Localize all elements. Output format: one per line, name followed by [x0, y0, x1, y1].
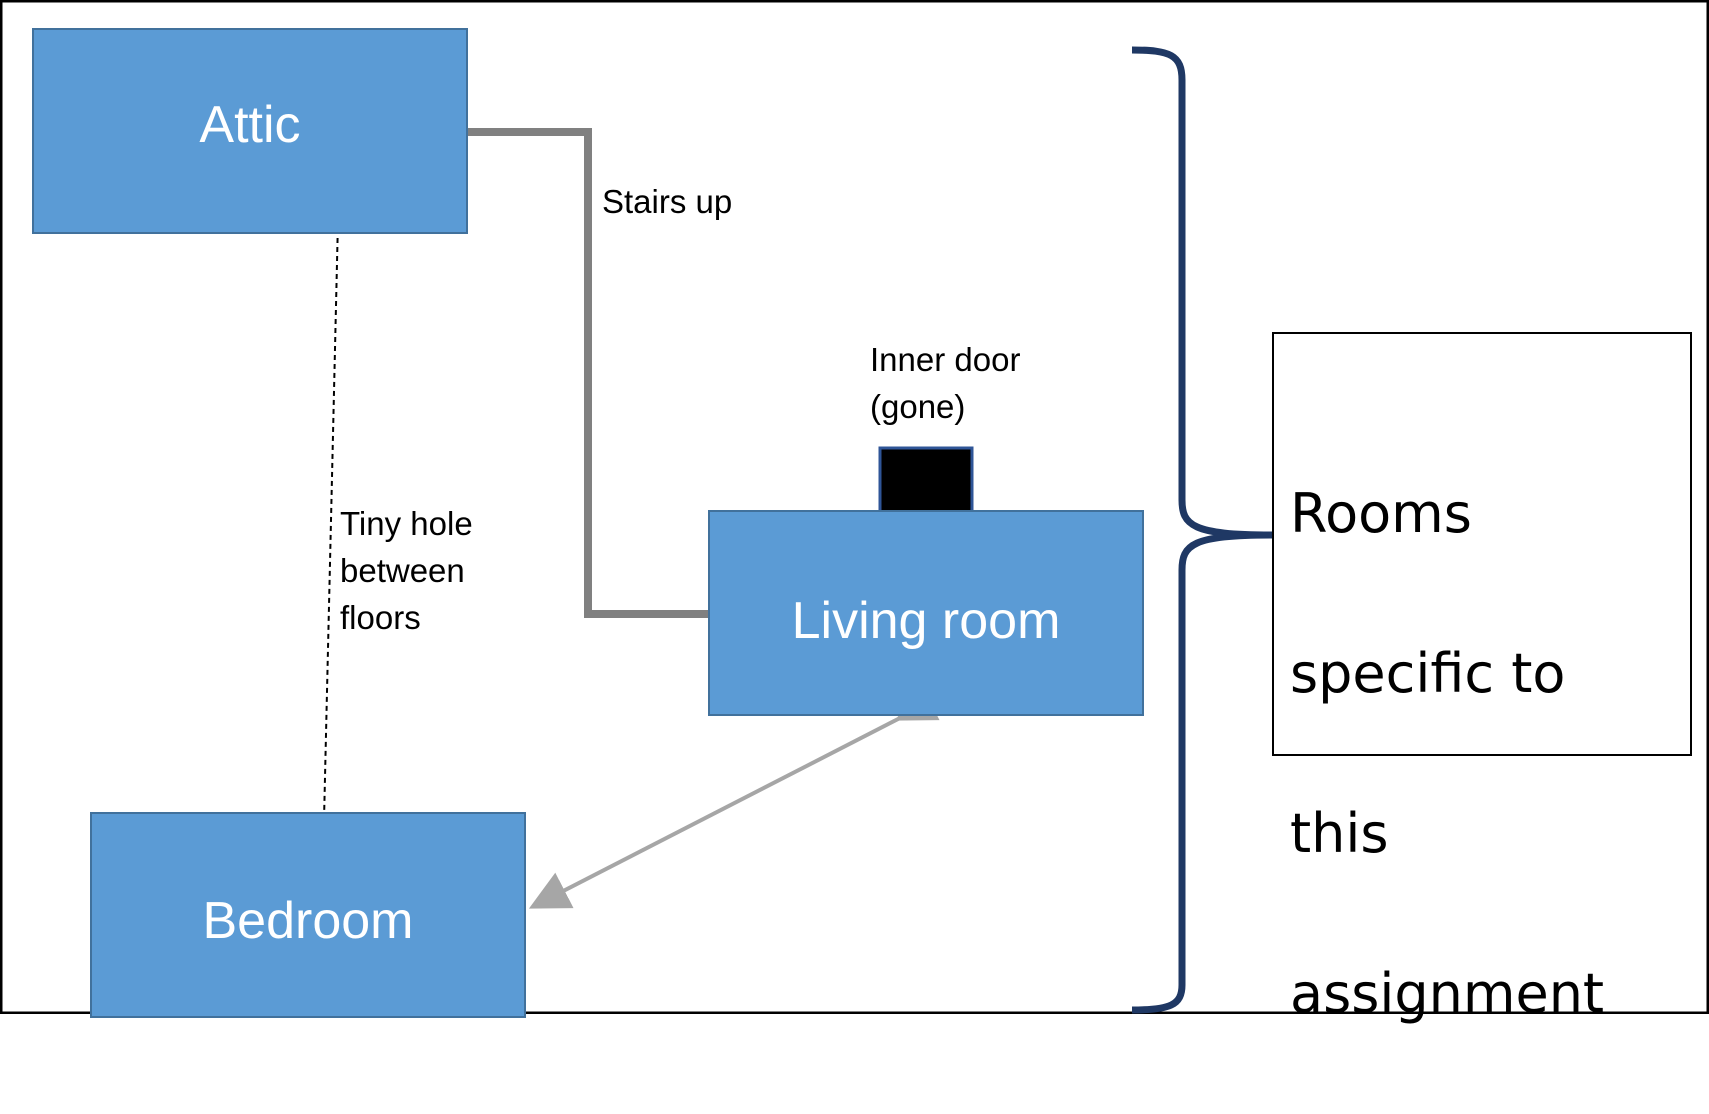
hole-label: Tiny hole between floors — [340, 500, 473, 641]
hole-label-line3: floors — [340, 599, 421, 636]
hole-connector — [323, 219, 339, 821]
room-attic-label: Attic — [199, 96, 301, 154]
diagram-canvas: Attic Living room Bedroom Stairs up Inne… — [0, 0, 1709, 1025]
hole-label-line1: Tiny hole — [340, 505, 473, 542]
note-text: Rooms specific to this assignment — [1290, 394, 1604, 1114]
stairs-label: Stairs up — [602, 178, 732, 225]
room-bedroom-label: Bedroom — [202, 892, 414, 950]
grouping-brace — [1131, 46, 1273, 1014]
room-living-room-label: Living room — [791, 592, 1061, 650]
door-label-line1: Inner door — [870, 341, 1021, 378]
door-label: Inner door (gone) — [870, 336, 1020, 430]
room-bedroom: Bedroom — [90, 812, 526, 1018]
note-line3: this — [1290, 802, 1389, 865]
hole-label-line2: between — [340, 552, 465, 589]
room-attic: Attic — [32, 28, 468, 234]
room-living-room: Living room — [708, 510, 1144, 716]
note-line1: Rooms — [1290, 482, 1472, 545]
living-bedroom-arrow — [528, 684, 940, 909]
stairs-label-text: Stairs up — [602, 183, 733, 220]
note-line4: assignment — [1290, 962, 1605, 1025]
note-line2: specific to — [1290, 642, 1566, 705]
door-label-line2: (gone) — [870, 388, 966, 425]
note-box: Rooms specific to this assignment — [1272, 332, 1692, 1025]
stairs-connector — [468, 128, 708, 618]
outer-frame — [0, 0, 1709, 1014]
